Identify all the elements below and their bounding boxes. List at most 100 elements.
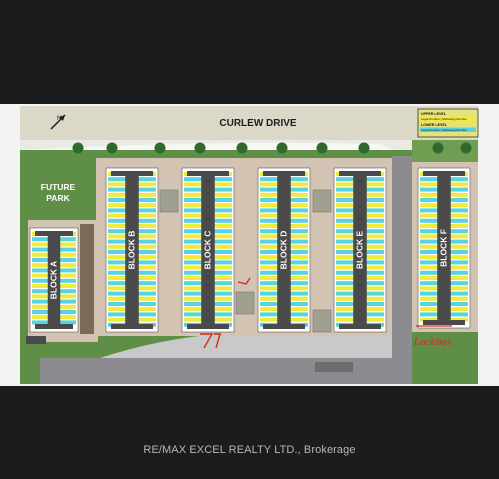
building-block-e[interactable]: BLOCK E: [333, 167, 387, 333]
unit-cell: [108, 192, 126, 197]
unit-cell: [260, 286, 278, 291]
unit-cell: [450, 281, 468, 286]
unit-cell: [184, 239, 202, 244]
unit-cell: [138, 281, 156, 286]
unit-cell: [290, 302, 308, 306]
unit-cell: [32, 299, 49, 304]
unit-cell: [59, 258, 76, 262]
unit-cell: [336, 208, 354, 213]
unit-cell: [214, 260, 232, 265]
building-block-b[interactable]: BLOCK B: [105, 167, 159, 333]
unit-cell: [184, 224, 202, 228]
unit-cell: [138, 302, 156, 306]
unit-cell: [260, 187, 278, 192]
unit-cell: [290, 203, 308, 208]
unit-cell: [336, 260, 354, 265]
unit-cell: [366, 281, 384, 286]
unit-cell: [214, 198, 232, 202]
unit-cell: [184, 182, 202, 187]
block-label: BLOCK F: [438, 229, 448, 267]
unit-cell: [108, 265, 126, 270]
block-label: BLOCK E: [354, 231, 364, 270]
unit-cell: [366, 213, 384, 218]
unit-cell: [184, 229, 202, 234]
unit-cell: [138, 208, 156, 213]
tree-icon: [316, 142, 328, 154]
unit-cell: [59, 273, 76, 278]
unit-cell: [138, 312, 156, 317]
unit-cell: [108, 229, 126, 234]
unit-cell: [59, 294, 76, 299]
unit-cell: [450, 317, 468, 322]
building-block-a[interactable]: BLOCK A: [29, 227, 79, 333]
unit-cell: [336, 265, 354, 270]
unit-cell: [450, 244, 468, 249]
unit-cell: [214, 276, 232, 280]
unit-cell: [260, 177, 278, 182]
unit-cell: [184, 250, 202, 254]
unit-cell: [336, 307, 354, 312]
east-drive-road: [392, 156, 412, 384]
unit-cell: [420, 250, 438, 254]
unit-cell: [420, 307, 438, 312]
unit-cell: [32, 252, 49, 257]
unit-cell: [290, 255, 308, 260]
unit-cell: [260, 224, 278, 228]
unit-cell: [32, 278, 49, 283]
unit-cell: [214, 317, 232, 322]
unit-cell: [214, 213, 232, 218]
building-block-c[interactable]: BLOCK C: [181, 167, 235, 333]
building-block-f[interactable]: BLOCK F: [417, 167, 471, 329]
unit-cell: [260, 213, 278, 218]
unit-cell: [59, 263, 76, 268]
unit-cell: [260, 317, 278, 322]
unit-cell: [336, 244, 354, 249]
unit-cell: [214, 182, 232, 187]
building-roof: [125, 174, 139, 326]
unit-cell: [138, 234, 156, 239]
unit-cell: [138, 224, 156, 228]
unit-cell: [450, 192, 468, 197]
unit-cell: [260, 244, 278, 249]
unit-cell: [108, 250, 126, 254]
unit-cell: [420, 218, 438, 223]
unit-cell: [366, 177, 384, 182]
unit-cell: [420, 213, 438, 218]
unit-cell: [108, 286, 126, 291]
unit-cell: [420, 182, 438, 187]
unit-cell: [138, 218, 156, 223]
unit-cell: [108, 307, 126, 312]
unit-cell: [290, 224, 308, 228]
tree-icon: [432, 142, 444, 154]
building-block-d[interactable]: BLOCK D: [257, 167, 311, 333]
unit-cell: [184, 276, 202, 280]
unit-cell: [450, 213, 468, 218]
unit-cell: [214, 307, 232, 312]
unit-cell: [32, 258, 49, 262]
unit-cell: [260, 302, 278, 306]
unit-cell: [336, 302, 354, 306]
unit-cell: [108, 239, 126, 244]
building-roof: [47, 234, 61, 326]
unit-cell: [336, 224, 354, 228]
unit-cell: [366, 203, 384, 208]
unit-cell: [420, 203, 438, 208]
unit-cell: [366, 192, 384, 197]
unit-cell: [184, 291, 202, 296]
unit-cell: [420, 244, 438, 249]
unit-cell: [32, 268, 49, 273]
unit-cell: [138, 317, 156, 322]
unit-cell: [290, 260, 308, 265]
unit-cell: [108, 276, 126, 280]
unit-cell: [108, 317, 126, 322]
unit-cell: [184, 244, 202, 249]
tree-icon: [72, 142, 84, 154]
unit-cell: [138, 296, 156, 301]
unit-cell: [366, 286, 384, 291]
unit-cell: [450, 182, 468, 187]
unit-cell: [214, 270, 232, 275]
unit-cell: [138, 213, 156, 218]
unit-cell: [184, 296, 202, 301]
unit-cell: [366, 234, 384, 239]
unit-cell: [450, 260, 468, 265]
